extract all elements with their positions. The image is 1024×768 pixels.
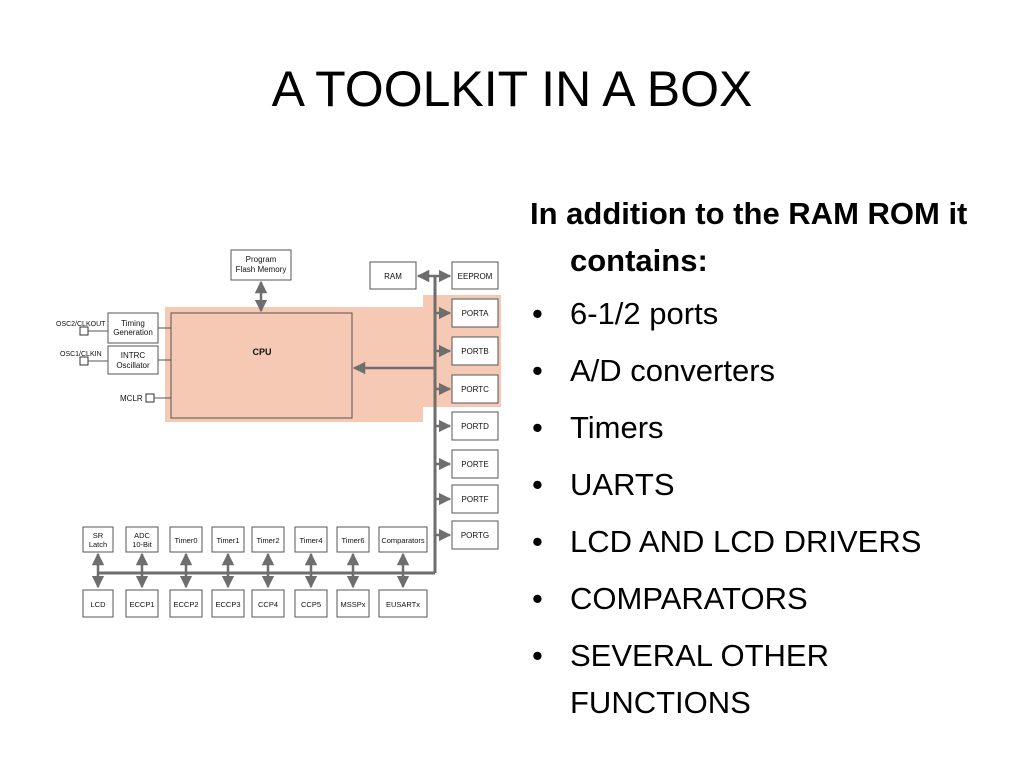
peripheral-ccp4-box — [251, 589, 285, 618]
porta-label: PORTA — [462, 309, 489, 318]
mclr-pin-icon — [145, 393, 155, 403]
bullet-item: • UARTS — [530, 461, 1010, 508]
bullet-text: COMPARATORS — [570, 581, 808, 616]
bullet-icon: • — [532, 524, 543, 559]
portf-label: PORTF — [462, 495, 489, 504]
timing-generation-box — [107, 312, 159, 344]
program-flash-label-1: Program — [246, 255, 277, 264]
peripheral-timer6-box — [336, 526, 370, 553]
peripheral-sr-latch-label: SR — [93, 531, 104, 540]
peripheral-eccp1-box — [125, 589, 159, 618]
peripheral-timer2-label: Timer2 — [256, 536, 279, 545]
portb-label: PORTB — [461, 347, 488, 356]
program-flash-box — [230, 249, 292, 281]
content-panel: In addition to the RAM ROM it contains: … — [530, 190, 1010, 736]
portd-label: PORTD — [461, 422, 489, 431]
osc2-pin-icon — [79, 326, 89, 336]
porte-box — [451, 449, 499, 479]
portb-box — [451, 336, 499, 366]
bullet-text: UARTS — [570, 467, 675, 502]
peripheral-lcd-box — [82, 589, 114, 618]
peripheral-timer4-label: Timer4 — [299, 536, 322, 545]
program-flash-label-2: Flash Memory — [236, 265, 287, 274]
peripheral-eccp1-label: ECCP1 — [129, 600, 154, 609]
bullet-item: • SEVERAL OTHER FUNCTIONS — [530, 632, 1010, 726]
bullet-item: • 6-1/2 ports — [530, 290, 1010, 337]
bullet-text: 6-1/2 ports — [570, 296, 719, 331]
eeprom-label: EEPROM — [458, 272, 493, 281]
peripheral-sr-latch-label: Latch — [89, 540, 107, 549]
slide-title: A TOOLKIT IN A BOX — [271, 61, 753, 117]
bullet-item: • A/D converters — [530, 347, 1010, 394]
portc-label: PORTC — [461, 385, 489, 394]
cpu-box — [170, 312, 353, 419]
block-diagram: Program Flash Memory CPU Timing Generati… — [56, 249, 501, 618]
bullet-icon: • — [532, 353, 543, 388]
intrc-oscillator-box — [107, 345, 159, 375]
eeprom-box — [451, 261, 499, 290]
peripheral-timer1-label: Timer1 — [216, 536, 239, 545]
portd-box — [451, 411, 499, 441]
osc1-pin-label: OSC1/CLKIN — [60, 351, 102, 358]
peripheral-timer0-box — [169, 526, 203, 553]
bullet-text: Timers — [570, 410, 664, 445]
peripheral-timer1-box — [211, 526, 245, 553]
peripheral-eusartx-box — [378, 589, 428, 618]
osc2-pin-label: OSC2/CLKOUT — [56, 321, 106, 328]
peripheral-eccp3-label: ECCP3 — [215, 600, 240, 609]
intrc-oscillator-label-1: INTRC — [121, 351, 146, 360]
peripheral-timer0-label: Timer0 — [174, 536, 197, 545]
bullet-text: SEVERAL OTHER FUNCTIONS — [570, 638, 829, 720]
timing-generation-label-1: Timing — [121, 319, 145, 328]
peripheral-timer2-box — [251, 526, 285, 553]
peripheral-eccp2-label: ECCP2 — [173, 600, 198, 609]
peripheral-timer6-label: Timer6 — [341, 536, 364, 545]
ports-group: PORTA PORTB PORTC PORTD PORTE PORTF PORTG — [435, 298, 499, 550]
peripheral-sr-latch-box — [82, 526, 114, 553]
intro-text: In addition to the RAM ROM it contains: — [530, 196, 968, 278]
timing-generation-label-2: Generation — [113, 328, 153, 337]
portc-box — [451, 374, 499, 404]
bullet-text: A/D converters — [570, 353, 776, 388]
bullet-icon: • — [532, 296, 543, 331]
peripheral-eusartx-label: EUSARTx — [386, 600, 420, 609]
peripheral-adc-10-bit-label: ADC — [134, 531, 150, 540]
bullet-icon: • — [532, 467, 543, 502]
portg-box — [451, 520, 499, 550]
peripheral-lcd-label: LCD — [90, 600, 106, 609]
portg-label: PORTG — [461, 531, 489, 540]
peripheral-comparators-box — [378, 526, 428, 553]
porte-label: PORTE — [461, 460, 488, 469]
portf-box — [451, 484, 499, 514]
osc1-pin-icon — [79, 356, 89, 366]
peripheral-adc-10-bit-label: 10-Bit — [132, 540, 153, 549]
feature-list: • 6-1/2 ports • A/D converters • Timers • UA… — [530, 290, 1010, 726]
bullet-item: • Timers — [530, 404, 1010, 451]
bullet-item: • COMPARATORS — [530, 575, 1010, 622]
bullet-icon: • — [532, 638, 543, 673]
bullet-text: LCD AND LCD DRIVERS — [570, 524, 922, 559]
porta-box — [451, 298, 499, 328]
cpu-highlight-region — [165, 307, 423, 422]
peripheral-ccp5-box — [294, 589, 328, 618]
peripheral-timer4-box — [294, 526, 328, 553]
cpu-label: CPU — [252, 347, 271, 357]
peripheral-ccp4-label: CCP4 — [258, 600, 278, 609]
peripheral-msspx-box — [336, 589, 370, 618]
bullet-item: • LCD AND LCD DRIVERS — [530, 518, 1010, 565]
intrc-oscillator-label-2: Oscillator — [116, 361, 150, 370]
peripheral-ccp5-label: CCP5 — [301, 600, 321, 609]
peripheral-adc-10-bit-box — [125, 526, 159, 553]
bullet-icon: • — [532, 581, 543, 616]
peripheral-eccp2-box — [169, 589, 203, 618]
peripheral-eccp3-box — [211, 589, 245, 618]
mclr-pin-label: MCLR — [120, 394, 143, 403]
peripheral-msspx-label: MSSPx — [340, 600, 365, 609]
ram-label: RAM — [384, 272, 402, 281]
bullet-icon: • — [532, 410, 543, 445]
peripheral-comparators-label: Comparators — [381, 536, 425, 545]
ram-box — [369, 261, 417, 290]
